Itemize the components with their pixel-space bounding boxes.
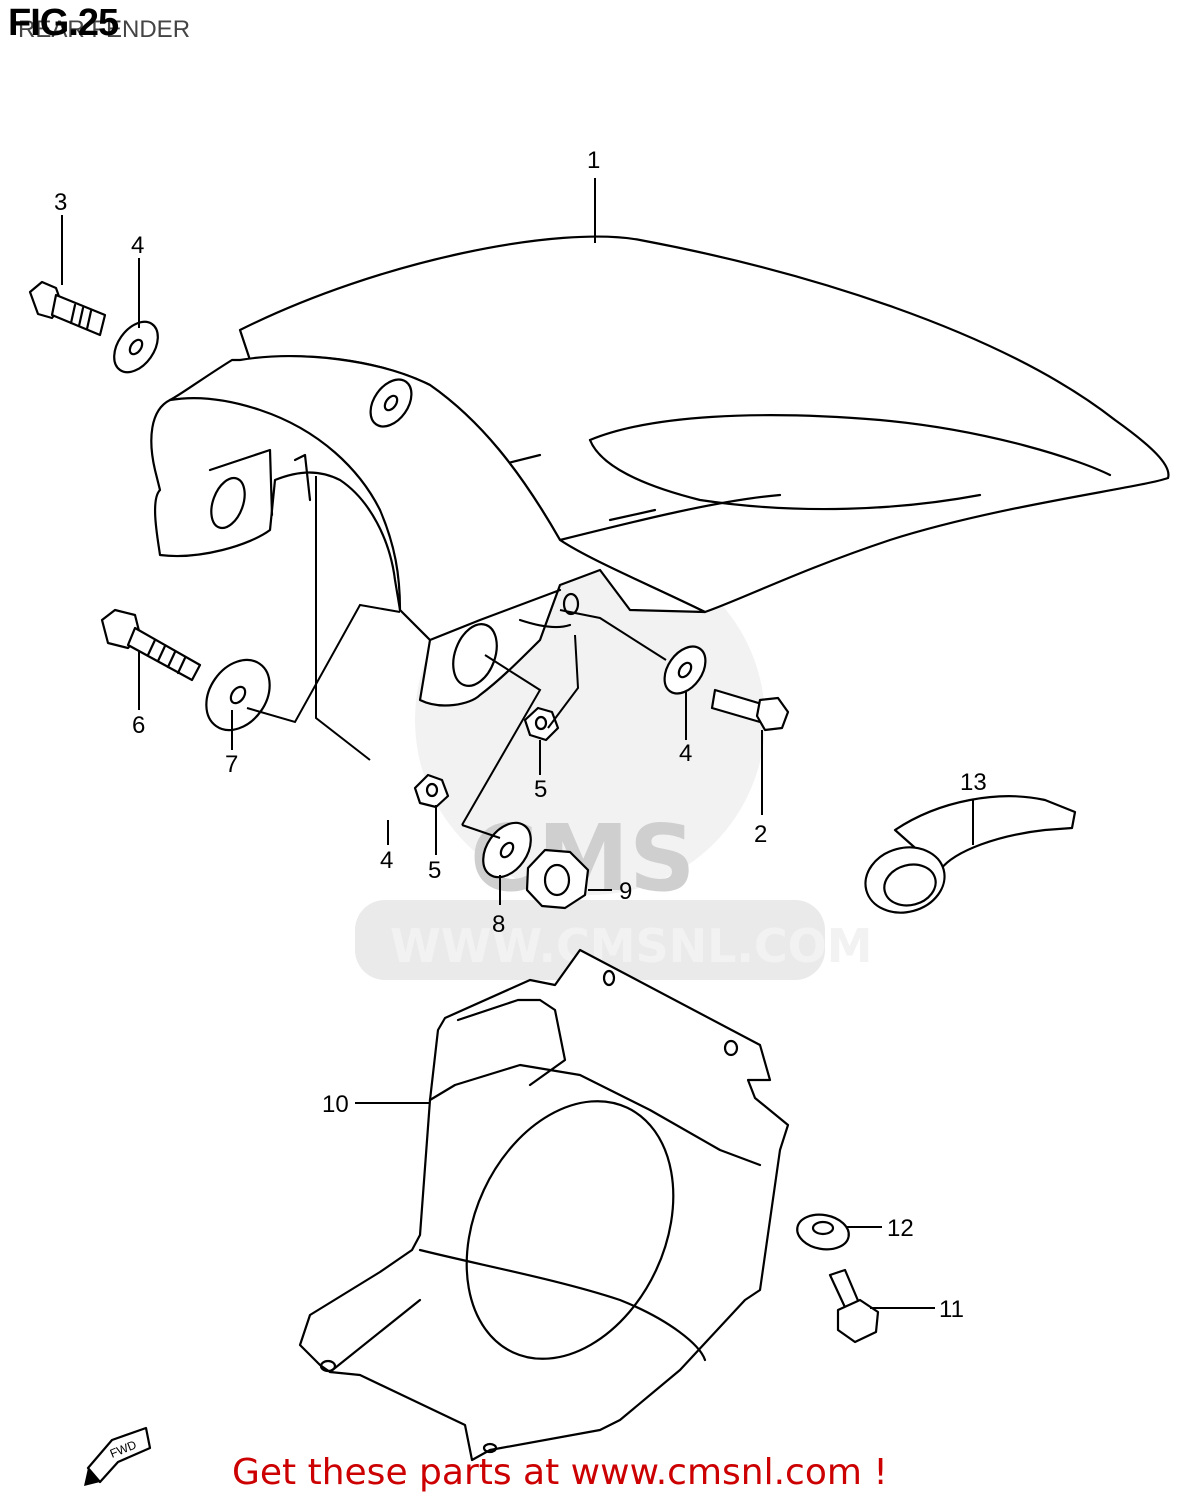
watermark-url: WWW.CMSNL.COM <box>390 919 873 973</box>
callout-6: 6 <box>132 712 145 739</box>
callout-2: 2 <box>754 821 767 848</box>
callout-4-a: 4 <box>131 232 144 259</box>
callout-1: 1 <box>587 147 600 174</box>
callout-12: 12 <box>887 1215 914 1242</box>
callout-8: 8 <box>492 911 505 938</box>
part-4-washer-a[interactable] <box>105 314 167 381</box>
callout-4-c: 4 <box>380 847 393 874</box>
part-4-washer-c[interactable] <box>362 372 420 434</box>
part-7-washer[interactable] <box>193 648 282 742</box>
callout-9: 9 <box>619 878 632 905</box>
leader-lines <box>61 178 974 1309</box>
callout-5-a: 5 <box>428 857 441 884</box>
part-3-bolt[interactable] <box>28 280 107 337</box>
figure-title: FIG.25 <box>8 2 119 44</box>
part-10-inner-fender-plate[interactable] <box>298 948 790 1462</box>
figure-subtitle: REAR FENDER <box>18 16 191 43</box>
part-13-strap[interactable] <box>858 795 1077 921</box>
fwd-arrow-icon: FWD <box>84 1426 152 1486</box>
callout-13: 13 <box>960 769 987 796</box>
part-5-nut-a[interactable] <box>413 773 450 809</box>
callout-10: 10 <box>322 1091 349 1118</box>
callout-5-b: 5 <box>534 776 547 803</box>
part-2-bolt[interactable] <box>710 688 790 732</box>
part-12-grommet[interactable] <box>794 1211 851 1254</box>
part-6-bolt[interactable] <box>100 608 202 682</box>
part-1-rear-fender[interactable] <box>150 235 1170 707</box>
footer-link[interactable]: Get these parts at www.cmsnl.com ! <box>232 1452 888 1493</box>
part-9-collar-nut[interactable] <box>525 848 590 910</box>
callout-labels: 1 3 4 6 7 4 5 5 4 2 8 9 13 10 12 11 <box>54 147 987 1323</box>
callout-4-b: 4 <box>679 740 692 767</box>
callout-7: 7 <box>225 751 238 778</box>
callout-3: 3 <box>54 189 67 216</box>
part-11-screw[interactable] <box>828 1268 880 1344</box>
part-5-nut-b[interactable] <box>523 706 560 742</box>
part-4-washer-b[interactable] <box>656 639 714 701</box>
callout-11: 11 <box>939 1296 964 1323</box>
